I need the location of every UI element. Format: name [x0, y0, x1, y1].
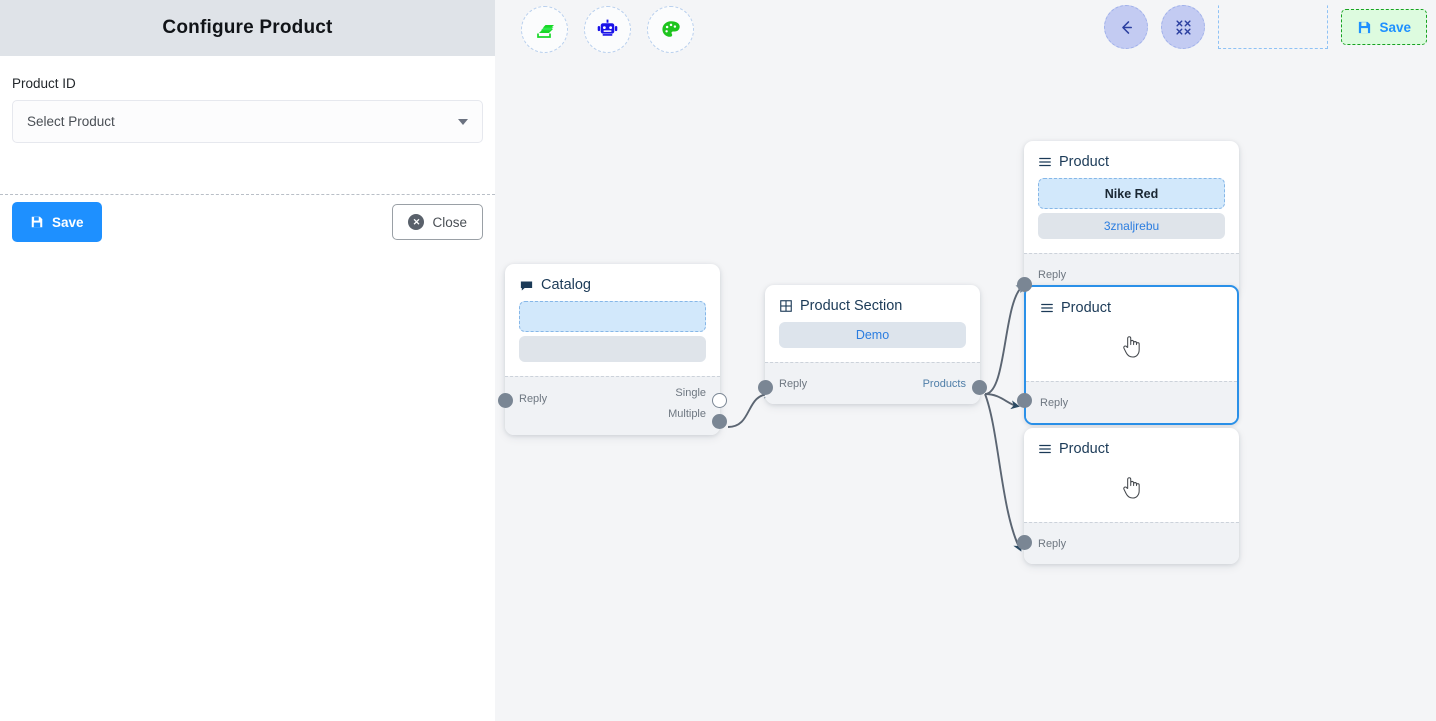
node-footer: Reply Products — [765, 362, 980, 404]
node-product-3[interactable]: Product Reply — [1017, 428, 1239, 564]
output-port-labels: Single Multiple — [668, 383, 706, 425]
port-label-reply: Reply — [1038, 268, 1067, 281]
node-title: Product — [1061, 300, 1111, 316]
panel-body: Product ID Select Product — [0, 56, 495, 143]
toolbar-button-palette[interactable] — [647, 6, 694, 53]
product-select-value: Select Product — [27, 114, 115, 129]
port-single[interactable] — [712, 393, 727, 408]
port-reply[interactable] — [1017, 393, 1032, 408]
port-label-multiple: Multiple — [668, 408, 706, 420]
edge-catalog-to-section — [727, 389, 773, 428]
floppy-disk-icon — [1359, 21, 1371, 33]
list-lines-icon — [1039, 444, 1051, 454]
node-title: Product Section — [800, 298, 903, 314]
canvas-save-label: Save — [1379, 19, 1411, 35]
port-reply[interactable] — [498, 393, 513, 408]
node-title: Product — [1059, 441, 1109, 457]
edge-section-to-product-3 — [984, 393, 1022, 552]
node-product-2[interactable]: Product Reply — [1017, 285, 1239, 425]
robot-icon — [597, 19, 618, 36]
floppy-disk-icon — [31, 216, 43, 228]
chip-dashed[interactable] — [519, 301, 706, 332]
chevron-down-icon — [458, 118, 468, 125]
node-header: Product — [1026, 287, 1237, 324]
canvas-toolbar-left — [521, 6, 694, 53]
canvas-save-button[interactable]: Save — [1341, 9, 1427, 45]
node-body: Nike Red 3znaljrebu — [1024, 178, 1239, 253]
port-label-single: Single — [675, 387, 706, 399]
stack-layers-icon — [536, 24, 554, 38]
port-label-reply: Reply — [1038, 537, 1067, 550]
edge-section-to-product-2 — [984, 393, 1020, 410]
back-button[interactable] — [1104, 5, 1149, 49]
pointer-hand-icon — [1123, 477, 1140, 499]
pointer-hand-icon — [1123, 336, 1140, 358]
node-header: Catalog — [505, 264, 720, 301]
grid-table-icon — [780, 300, 792, 312]
port-multiple[interactable] — [712, 414, 727, 429]
node-body: Demo — [765, 322, 980, 362]
fit-to-screen-icon — [1176, 19, 1191, 35]
save-button-label: Save — [52, 214, 84, 230]
canvas-toolbar-right: Save — [1104, 5, 1427, 49]
port-label-products: Products — [922, 377, 966, 390]
node-header: Product — [1024, 141, 1239, 178]
chip-solid[interactable]: 3znaljrebu — [1038, 213, 1225, 239]
list-lines-icon — [1041, 303, 1053, 313]
toolbar-empty-slot[interactable] — [1218, 5, 1329, 49]
chat-bubble-icon — [520, 280, 533, 290]
page-title: Configure Product — [162, 17, 333, 38]
node-product-1[interactable]: Product Nike Red 3znaljrebu Reply — [1017, 141, 1239, 295]
port-products[interactable] — [972, 380, 987, 395]
x-circle-icon: ✕ — [408, 214, 425, 230]
port-label-reply: Reply — [519, 393, 548, 405]
node-product-section[interactable]: Product Section Demo Reply Products — [758, 285, 987, 404]
save-button[interactable]: Save — [12, 202, 102, 242]
node-title: Product — [1059, 154, 1109, 170]
node-header: Product — [1024, 428, 1239, 465]
toolbar-button-bot[interactable] — [584, 6, 631, 53]
chip-demo[interactable]: Demo — [779, 322, 966, 348]
node-footer: Reply — [1024, 522, 1239, 564]
fit-to-screen-button[interactable] — [1161, 5, 1206, 49]
flow-canvas[interactable]: Save Product Nike Red 3znaljrebu Reply — [495, 0, 1436, 721]
port-reply[interactable] — [1017, 277, 1032, 292]
port-reply[interactable] — [758, 380, 773, 395]
port-reply[interactable] — [1017, 535, 1032, 550]
product-id-label: Product ID — [12, 76, 76, 91]
panel-header: Configure Product — [0, 0, 495, 56]
node-footer: Reply — [1026, 381, 1237, 423]
close-button-label: Close — [432, 214, 467, 230]
product-select[interactable]: Select Product — [12, 100, 483, 143]
arrow-left-icon — [1122, 20, 1132, 34]
panel-actions: Save ✕ Close — [0, 202, 495, 242]
toolbar-button-stack[interactable] — [521, 6, 568, 53]
node-footer: Reply Single Multiple — [505, 376, 720, 435]
node-body — [1026, 324, 1237, 381]
node-header: Product Section — [765, 285, 980, 322]
node-body — [1024, 465, 1239, 522]
node-title: Catalog — [541, 277, 591, 293]
chip-dashed[interactable]: Nike Red — [1038, 178, 1225, 209]
node-body — [505, 301, 720, 376]
list-lines-icon — [1039, 157, 1051, 167]
palette-icon — [661, 20, 680, 37]
panel-divider — [0, 194, 495, 195]
node-catalog[interactable]: Catalog Reply Single Multiple — [498, 264, 727, 435]
configure-product-panel: Configure Product Product ID Select Prod… — [0, 0, 495, 721]
port-label-reply: Reply — [1040, 396, 1069, 409]
port-label-reply: Reply — [779, 377, 808, 390]
chip-solid[interactable] — [519, 336, 706, 362]
close-button[interactable]: ✕ Close — [392, 204, 483, 240]
edge-section-to-product-1 — [984, 284, 1026, 395]
